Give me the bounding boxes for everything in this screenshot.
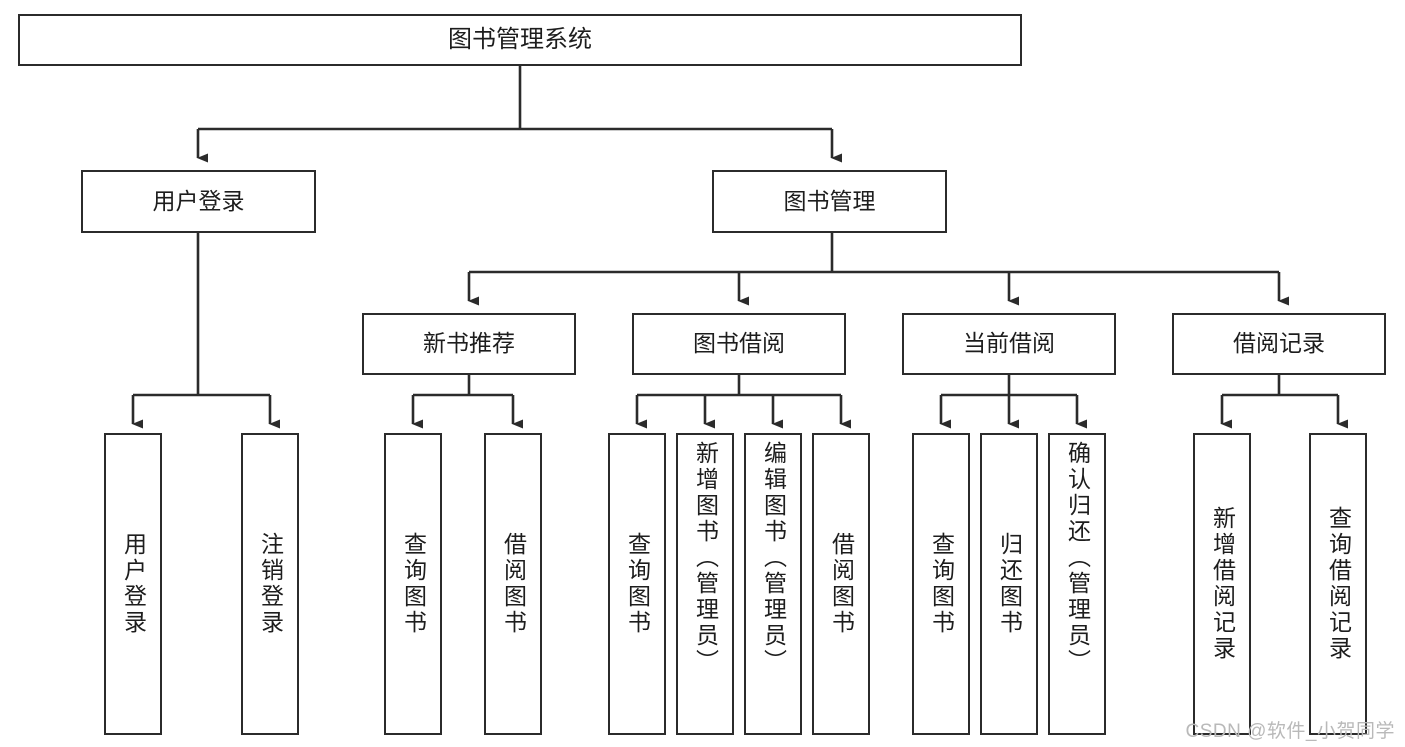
node-book-borrow-label: 图书借阅 xyxy=(693,330,785,357)
node-book-borrow[interactable]: 图书借阅 xyxy=(632,313,846,375)
node-borrow-record[interactable]: 借阅记录 xyxy=(1172,313,1386,375)
node-leaf-edit-book[interactable]: 编辑图书（管理员） xyxy=(744,433,802,735)
node-leaf-query-book-2-label: 查询图书 xyxy=(624,532,651,636)
node-current-borrow-label: 当前借阅 xyxy=(963,330,1055,357)
node-leaf-borrow-book-1[interactable]: 借阅图书 xyxy=(484,433,542,735)
node-leaf-return-book-label: 归还图书 xyxy=(996,532,1023,636)
node-leaf-query-book-3-label: 查询图书 xyxy=(928,532,955,636)
node-leaf-add-book[interactable]: 新增图书（管理员） xyxy=(676,433,734,735)
node-root[interactable]: 图书管理系统 xyxy=(18,14,1022,66)
node-leaf-query-book-3[interactable]: 查询图书 xyxy=(912,433,970,735)
node-leaf-edit-book-label: 编辑图书（管理员） xyxy=(760,441,787,675)
node-leaf-query-book-1[interactable]: 查询图书 xyxy=(384,433,442,735)
node-leaf-confirm-return-label: 确认归还（管理员） xyxy=(1064,441,1091,675)
node-leaf-add-record-label: 新增借阅记录 xyxy=(1209,506,1236,662)
node-current-borrow[interactable]: 当前借阅 xyxy=(902,313,1116,375)
node-book-manage[interactable]: 图书管理 xyxy=(712,170,947,233)
node-borrow-record-label: 借阅记录 xyxy=(1233,330,1325,357)
node-leaf-borrow-book-2[interactable]: 借阅图书 xyxy=(812,433,870,735)
node-leaf-return-book[interactable]: 归还图书 xyxy=(980,433,1038,735)
node-new-book-rec-label: 新书推荐 xyxy=(423,330,515,357)
node-leaf-borrow-book-1-label: 借阅图书 xyxy=(500,532,527,636)
watermark: CSDN @软件_小贺同学 xyxy=(1185,721,1395,742)
node-leaf-query-record[interactable]: 查询借阅记录 xyxy=(1309,433,1367,735)
node-new-book-rec[interactable]: 新书推荐 xyxy=(362,313,576,375)
node-leaf-logout[interactable]: 注销登录 xyxy=(241,433,299,735)
node-user-login[interactable]: 用户登录 xyxy=(81,170,316,233)
node-leaf-logout-label: 注销登录 xyxy=(257,532,284,636)
node-leaf-query-book-2[interactable]: 查询图书 xyxy=(608,433,666,735)
node-leaf-user-login-label: 用户登录 xyxy=(120,532,147,636)
node-leaf-user-login[interactable]: 用户登录 xyxy=(104,433,162,735)
node-leaf-borrow-book-2-label: 借阅图书 xyxy=(828,532,855,636)
node-leaf-add-book-label: 新增图书（管理员） xyxy=(692,441,719,675)
node-leaf-confirm-return[interactable]: 确认归还（管理员） xyxy=(1048,433,1106,735)
node-root-label: 图书管理系统 xyxy=(448,25,592,53)
node-leaf-query-book-1-label: 查询图书 xyxy=(400,532,427,636)
node-user-login-label: 用户登录 xyxy=(152,187,245,214)
node-leaf-query-record-label: 查询借阅记录 xyxy=(1325,506,1352,662)
node-book-manage-label: 图书管理 xyxy=(783,187,876,214)
node-leaf-add-record[interactable]: 新增借阅记录 xyxy=(1193,433,1251,735)
